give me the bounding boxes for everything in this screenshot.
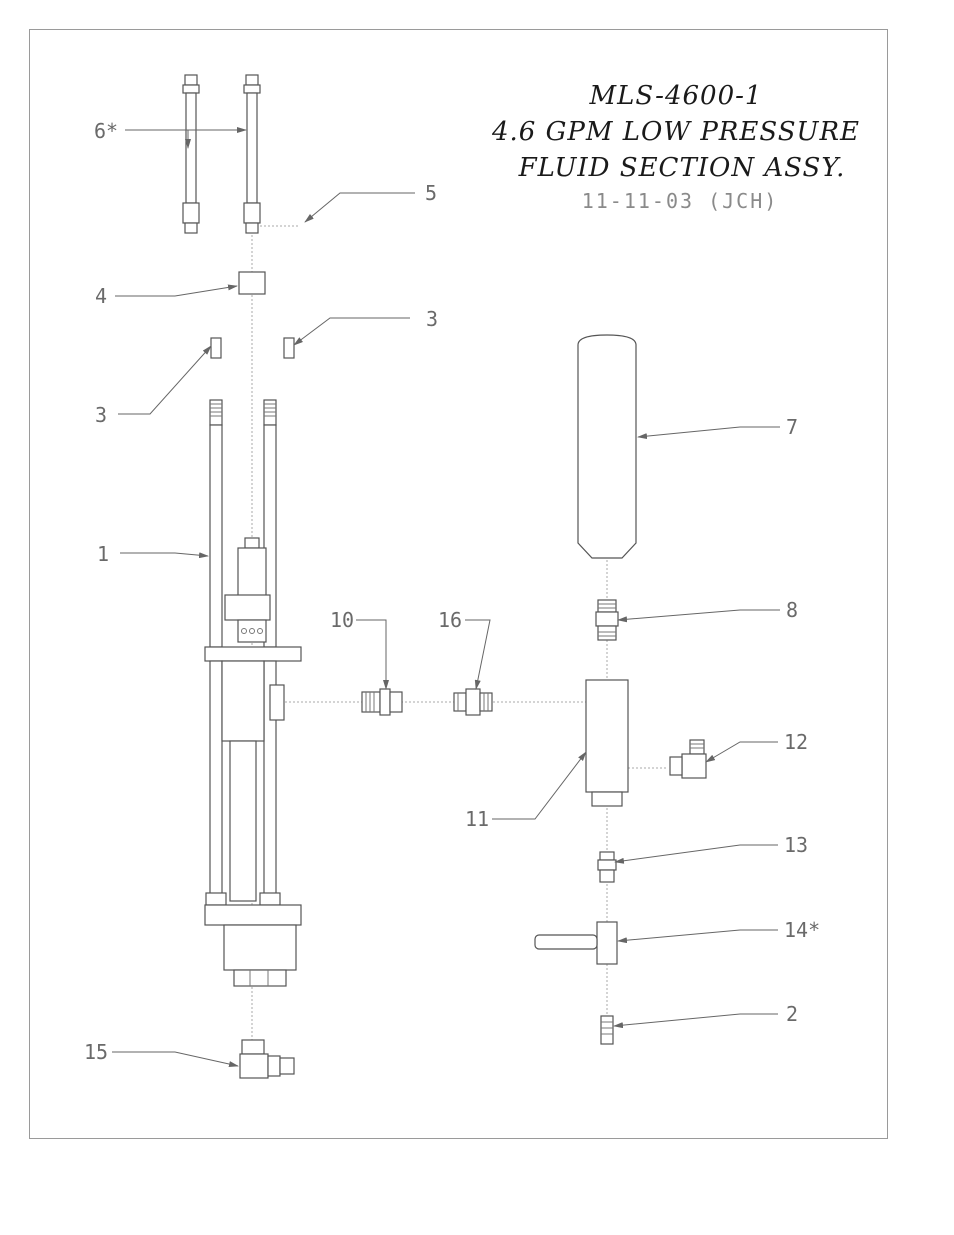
part-3-cap-right [283,337,295,359]
part-6-rod-right [243,74,261,234]
callout-4: 4 [95,284,107,308]
callout-12: 12 [784,730,808,754]
callout-1: 1 [97,542,109,566]
callout-16: 16 [438,608,462,632]
callout-14: 14* [784,918,820,942]
part-3-cap-left [210,337,222,359]
callout-11: 11 [465,807,489,831]
part-2-fitting [600,1015,614,1045]
callout-3-right: 3 [426,307,438,331]
callout-2: 2 [786,1002,798,1026]
part-15-elbow-fitting [239,1039,295,1079]
title-part-number: MLS-4600-1 [589,81,763,111]
part-11-manifold [585,679,629,807]
title-description-2: FLUID SECTION ASSY. [518,153,846,183]
callout-13: 13 [784,833,808,857]
part-7-accumulator [577,334,637,559]
title-description-1: 4.6 GPM LOW PRESSURE [491,117,860,147]
part-16-nipple [453,688,493,716]
part-6-rod-left [182,74,200,234]
callout-7: 7 [786,415,798,439]
callout-8: 8 [786,598,798,622]
part-1-pump-body [204,399,302,987]
callout-10: 10 [330,608,354,632]
part-12-elbow [669,739,707,779]
part-10-fitting [361,688,403,716]
callout-5: 5 [425,181,437,205]
callout-15: 15 [84,1040,108,1064]
part-4-block [238,271,266,295]
callout-3-left: 3 [95,403,107,427]
part-13-nipple [597,851,617,883]
callout-6: 6* [94,119,118,143]
drawing-border [29,29,888,1139]
part-14-valve [534,921,618,965]
part-8-nipple [595,599,619,641]
title-date: 11-11-03 (JCH) [582,189,779,213]
